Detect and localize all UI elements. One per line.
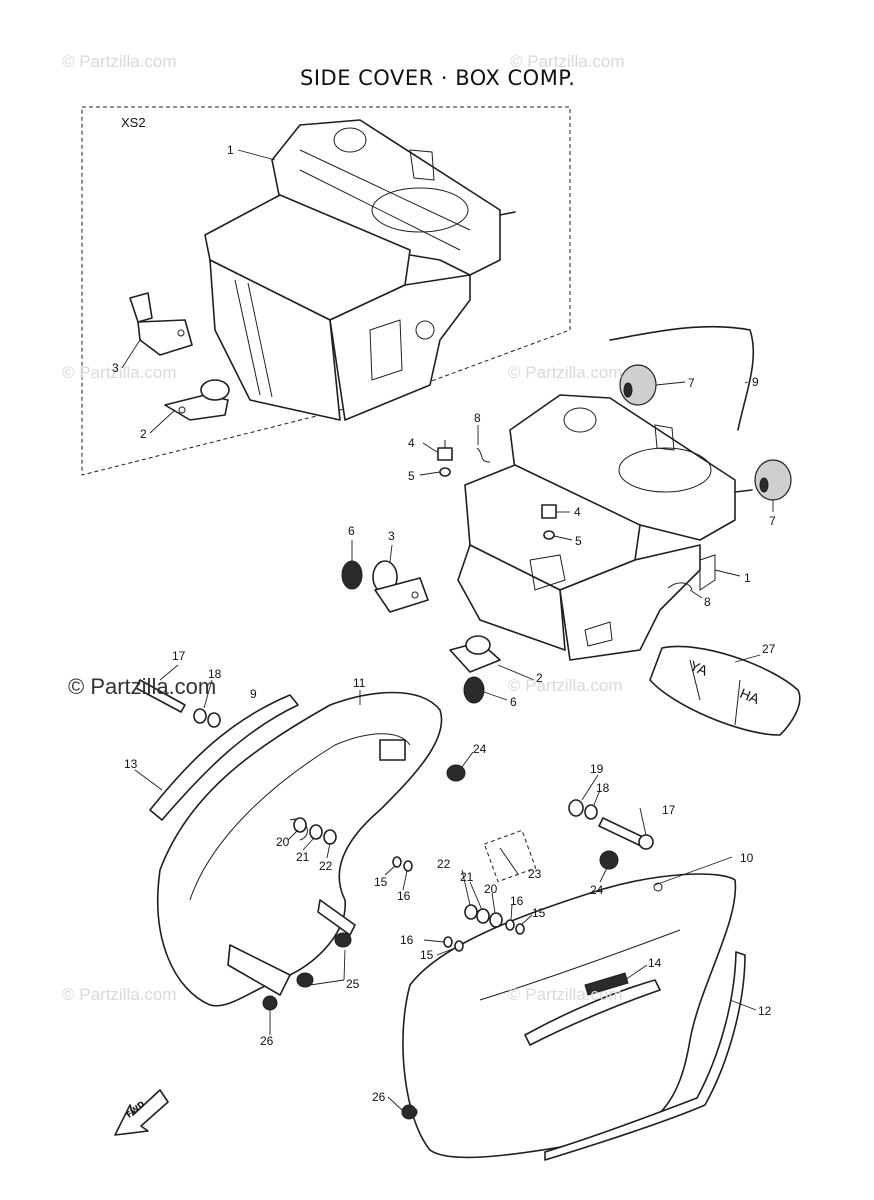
callout: 15 bbox=[532, 906, 546, 920]
side-cover-strip-12 bbox=[544, 951, 746, 1161]
callout: 16 bbox=[400, 933, 414, 947]
callout: 5 bbox=[575, 534, 582, 548]
bolts-washers bbox=[437, 440, 693, 591]
callout: 13 bbox=[124, 757, 138, 771]
callout: 5 bbox=[408, 469, 415, 483]
side-cover-strip-13 bbox=[149, 694, 299, 821]
callout: 6 bbox=[348, 524, 355, 538]
damper-6a bbox=[341, 560, 363, 590]
callout: 20 bbox=[484, 882, 498, 896]
damper-7a bbox=[619, 364, 657, 406]
callout: 16 bbox=[510, 894, 524, 908]
callout: 8 bbox=[474, 411, 481, 425]
callout: 7 bbox=[769, 514, 776, 528]
callout: 8 bbox=[704, 595, 711, 609]
callout: 11 bbox=[353, 676, 366, 690]
callout: 24 bbox=[590, 883, 604, 897]
watermark: © Partzilla.com bbox=[508, 676, 623, 695]
callout: 1 bbox=[744, 571, 751, 585]
callout: 18 bbox=[596, 781, 610, 795]
callout: 27 bbox=[762, 642, 776, 656]
watermark: © Partzilla.com bbox=[510, 52, 625, 71]
callout: 22 bbox=[319, 859, 333, 873]
diagram-title: SIDE COVER · BOX COMP. bbox=[300, 66, 576, 90]
callout: 24 bbox=[473, 742, 487, 756]
callout: 3 bbox=[388, 529, 395, 543]
leader-lines bbox=[121, 149, 774, 1111]
breather-hose bbox=[609, 325, 755, 431]
callout: 9 bbox=[752, 375, 759, 389]
callout: 2 bbox=[536, 671, 543, 685]
fwd-arrow-icon bbox=[114, 1089, 169, 1136]
emblem-27 bbox=[649, 645, 801, 736]
callout: 22 bbox=[437, 857, 451, 871]
callout: 26 bbox=[372, 1090, 386, 1104]
watermark: © Partzilla.com bbox=[62, 985, 177, 1004]
callout: 18 bbox=[208, 667, 222, 681]
callout: 10 bbox=[740, 851, 754, 865]
watermark-logo: © Partzilla.com bbox=[68, 674, 217, 699]
callout: 17 bbox=[662, 803, 676, 817]
battery-box-xs2 bbox=[204, 119, 516, 421]
callout: 7 bbox=[688, 376, 695, 390]
callout: 19 bbox=[590, 762, 604, 776]
callout: 2 bbox=[140, 427, 147, 441]
watermark: © Partzilla.com bbox=[62, 52, 177, 71]
callout: 3 bbox=[112, 361, 119, 375]
xs2-variant-frame bbox=[81, 106, 571, 476]
callout: 26 bbox=[260, 1034, 274, 1048]
callout: 16 bbox=[397, 889, 411, 903]
duct-xs2 bbox=[129, 292, 193, 356]
callout: 20 bbox=[276, 835, 290, 849]
callout: 1 bbox=[227, 143, 234, 157]
callout: 23 bbox=[528, 867, 542, 881]
watermark: © Partzilla.com bbox=[508, 985, 623, 1004]
callout: 15 bbox=[374, 875, 388, 889]
left-hardware bbox=[135, 679, 466, 1011]
side-cover-left bbox=[156, 691, 443, 1007]
variant-label: XS2 bbox=[121, 115, 146, 130]
damper-6b bbox=[463, 676, 485, 704]
watermark: © Partzilla.com bbox=[508, 363, 623, 382]
side-cover-right bbox=[402, 873, 737, 1159]
callout: 14 bbox=[648, 956, 662, 970]
callout: 4 bbox=[408, 436, 415, 450]
callout: 21 bbox=[296, 850, 310, 864]
watermark: © Partzilla.com bbox=[62, 363, 177, 382]
callout: 25 bbox=[346, 977, 360, 991]
battery-box bbox=[457, 394, 753, 661]
callout: 12 bbox=[758, 1004, 772, 1018]
callout: 9 bbox=[250, 687, 257, 701]
callout: 21 bbox=[460, 870, 474, 884]
right-hardware bbox=[401, 799, 654, 1120]
bracket-xs2 bbox=[164, 379, 230, 421]
bracket-2 bbox=[449, 635, 501, 673]
damper-7b bbox=[754, 459, 792, 501]
callout: 4 bbox=[574, 505, 581, 519]
callout: 15 bbox=[420, 948, 434, 962]
duct-3 bbox=[372, 560, 429, 613]
callout: 17 bbox=[172, 649, 186, 663]
callout: 6 bbox=[510, 695, 517, 709]
